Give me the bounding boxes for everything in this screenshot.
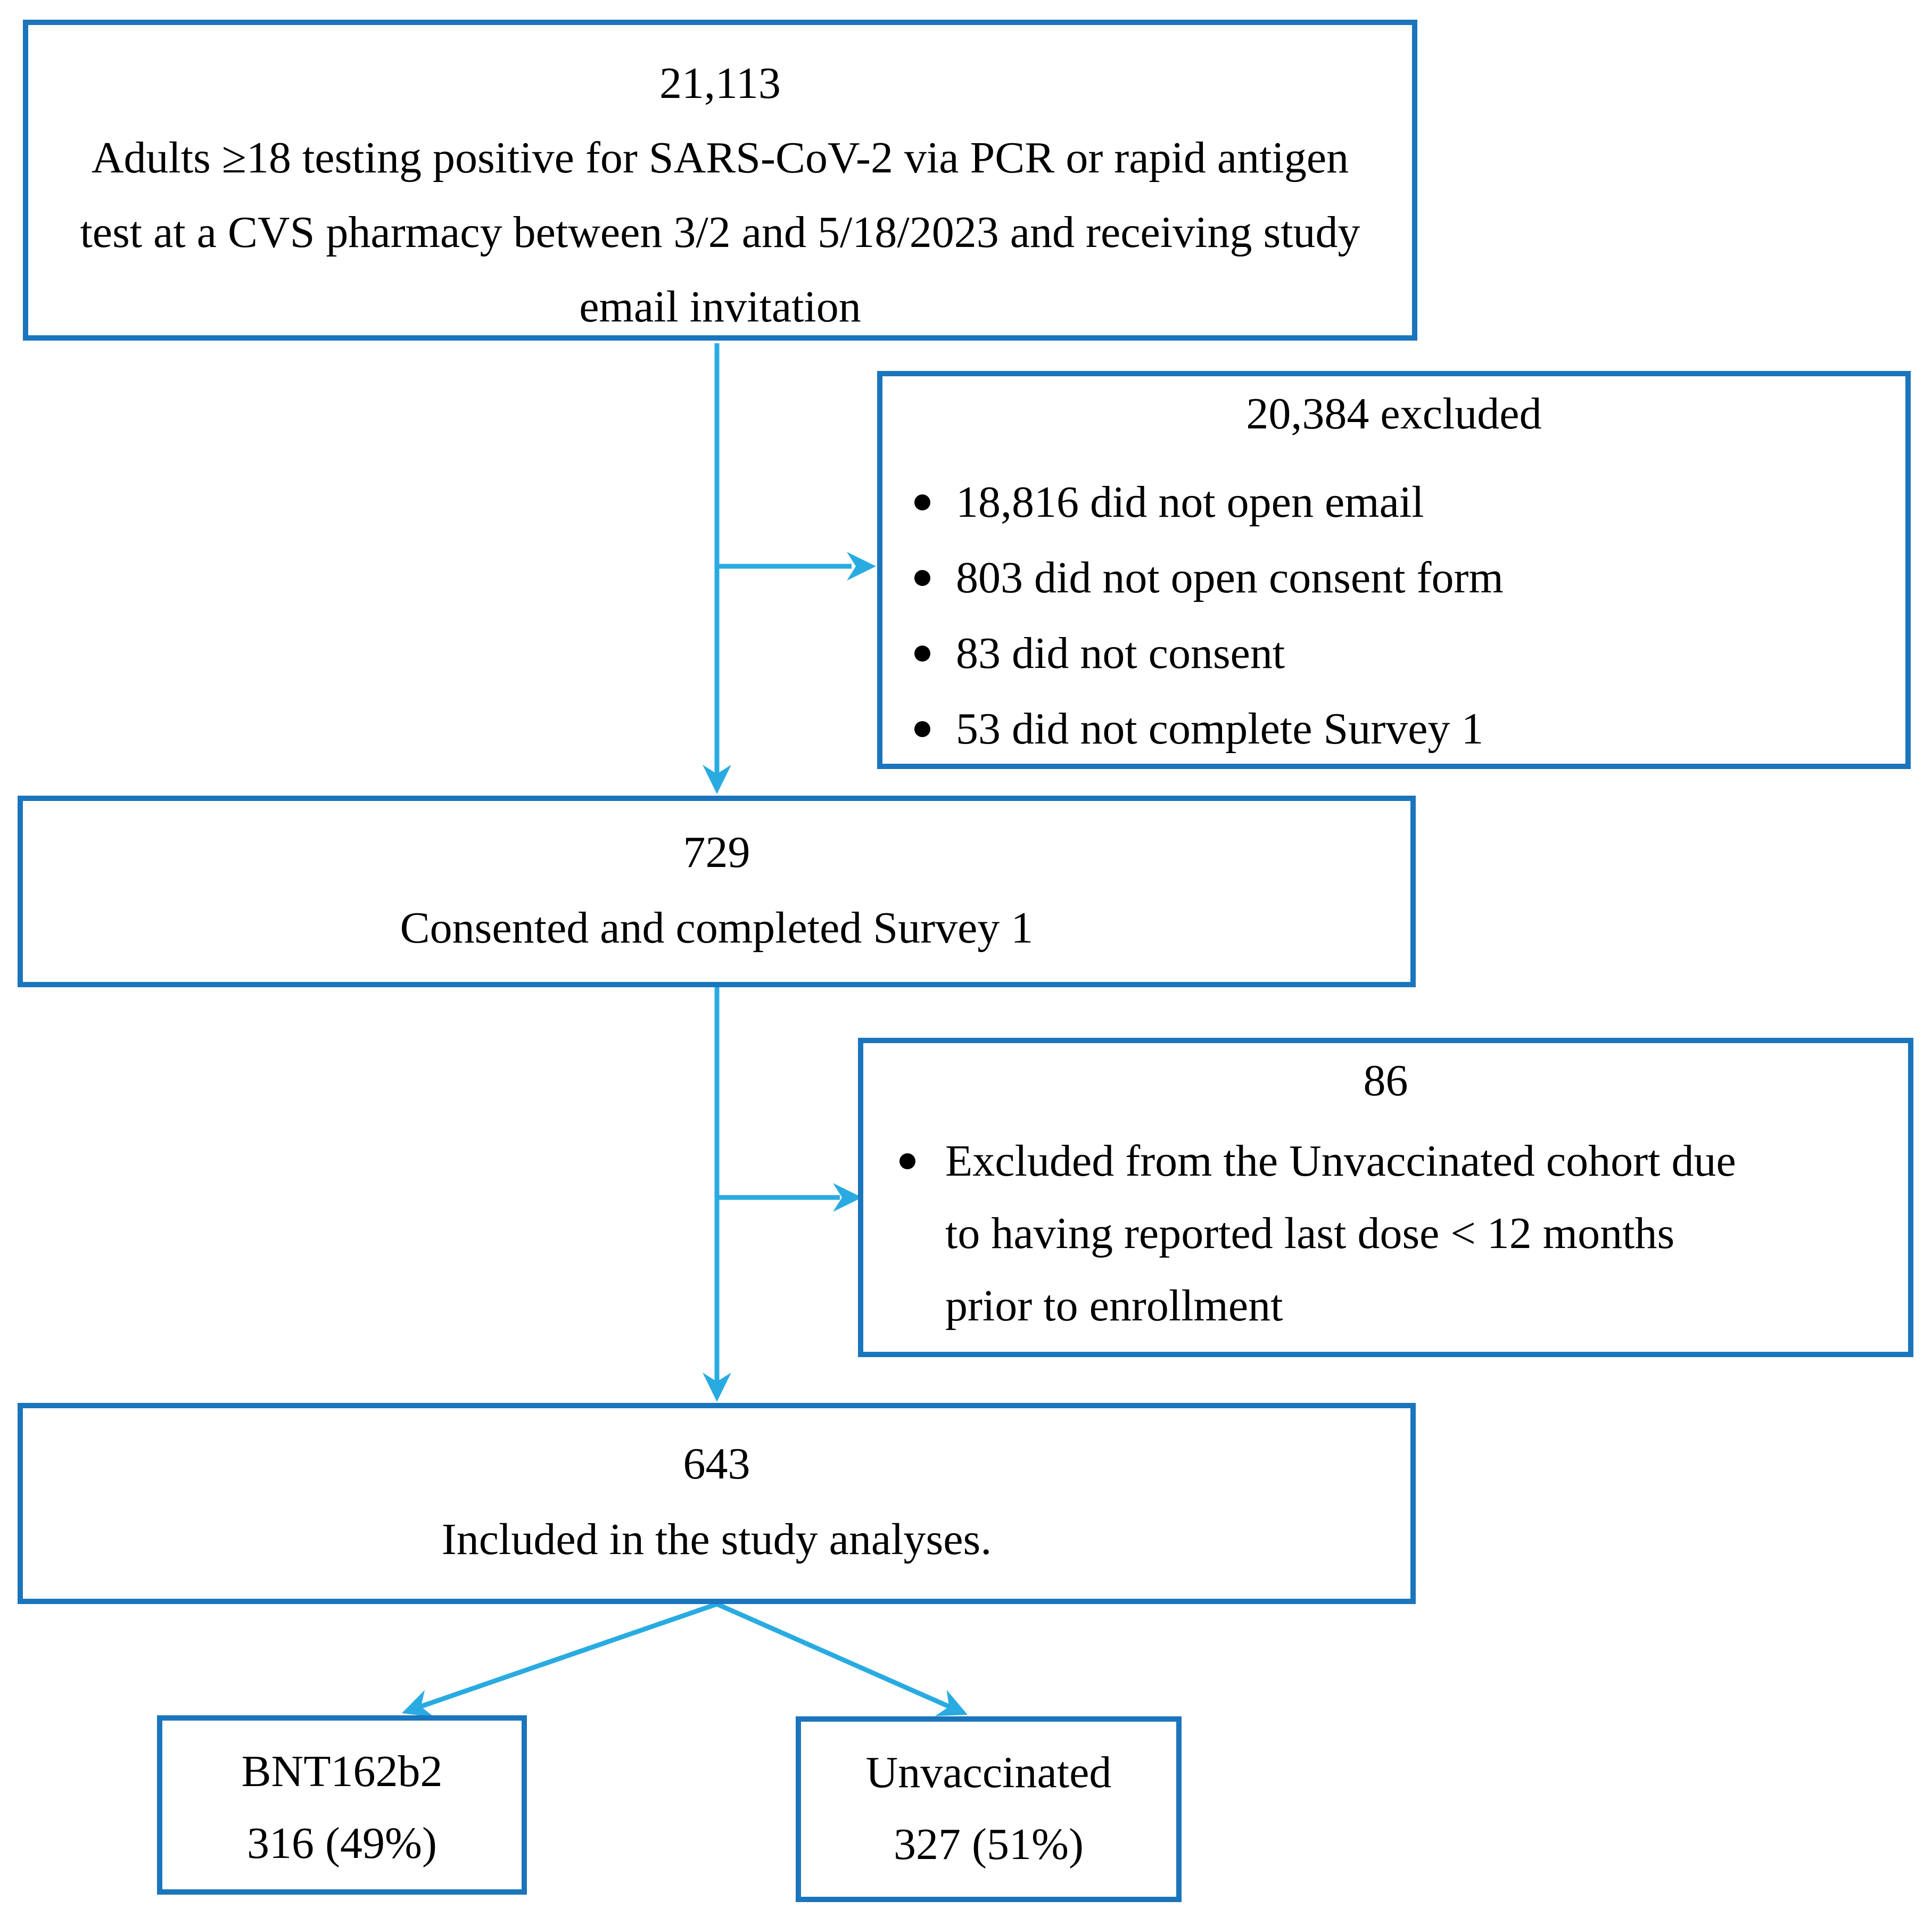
list-item: 18,816 did not open email: [882, 465, 1905, 540]
arrowhead-down-icon: [703, 765, 731, 794]
unvaccinated-count: 327 (51%): [894, 1820, 1084, 1869]
bullet-dot-icon: [914, 570, 930, 586]
eligible-count: 21,113: [659, 59, 781, 108]
eligible-line: test at a CVS pharmacy between 3/2 and 5…: [80, 208, 1360, 257]
consented-box: 729 Consented and completed Survey 1: [18, 796, 1416, 987]
excluded-initial-box: 20,384 excluded 18,816 did not open emai…: [877, 371, 1911, 769]
bullet-dot-icon: [914, 646, 930, 662]
eligible-line: email invitation: [579, 282, 861, 332]
unvaccinated-arm-box: Unvaccinated 327 (51%): [796, 1716, 1182, 1902]
bullet-dot-icon: [914, 721, 930, 737]
included-count: 643: [683, 1439, 750, 1489]
bnt162b2-arm-box: BNT162b2 316 (49%): [157, 1715, 527, 1895]
bullet-dot-icon: [914, 494, 930, 510]
excluded-initial-bullet: 803 did not open consent form: [956, 553, 1504, 602]
arrowhead-down-right-icon: [935, 1690, 968, 1716]
bullet-line: Excluded from the Unvaccinated cohort du…: [945, 1136, 1736, 1186]
arrow-included-to-unvaccinated: [716, 1601, 954, 1711]
consented-count: 729: [683, 828, 750, 877]
eligible-box: 21,113 Adults ≥18 testing positive for S…: [23, 20, 1417, 341]
arrowhead-right-icon: [833, 1183, 862, 1212]
excluded-unvaccinated-bullet: Excluded from the Unvaccinated cohort du…: [945, 1125, 1736, 1342]
arrowhead-right-icon: [847, 552, 876, 581]
bullet-dot-icon: [899, 1153, 915, 1169]
arrow-included-to-bnt: [416, 1601, 718, 1711]
list-item: 53 did not complete Survey 1: [882, 691, 1905, 767]
excluded-unvaccinated-box: 86 Excluded from the Unvaccinated cohort…: [858, 1038, 1913, 1357]
list-item: 803 did not open consent form: [882, 540, 1905, 616]
excluded-initial-bullet: 83 did not consent: [956, 629, 1285, 678]
bnt162b2-count: 316 (49%): [247, 1819, 437, 1868]
bullet-line: to having reported last dose < 12 months: [945, 1209, 1675, 1258]
excluded-initial-bullet: 53 did not complete Survey 1: [956, 704, 1484, 754]
excluded-initial-title: 20,384 excluded: [1246, 389, 1542, 439]
included-label: Included in the study analyses.: [441, 1515, 992, 1564]
list-item: Excluded from the Unvaccinated cohort du…: [863, 1125, 1908, 1342]
eligible-line: Adults ≥18 testing positive for SARS-CoV…: [91, 133, 1349, 183]
excluded-initial-bullet: 18,816 did not open email: [956, 477, 1424, 527]
consented-label: Consented and completed Survey 1: [400, 903, 1034, 953]
arrowhead-down-icon: [703, 1373, 731, 1402]
included-box: 643 Included in the study analyses.: [18, 1403, 1416, 1604]
bullet-line: prior to enrollment: [945, 1281, 1283, 1331]
excluded-unvaccinated-count: 86: [1363, 1056, 1408, 1105]
list-item: 83 did not consent: [882, 616, 1905, 691]
arrowhead-down-left-icon: [402, 1690, 434, 1717]
bnt162b2-label: BNT162b2: [241, 1747, 443, 1796]
unvaccinated-label: Unvaccinated: [865, 1748, 1112, 1797]
